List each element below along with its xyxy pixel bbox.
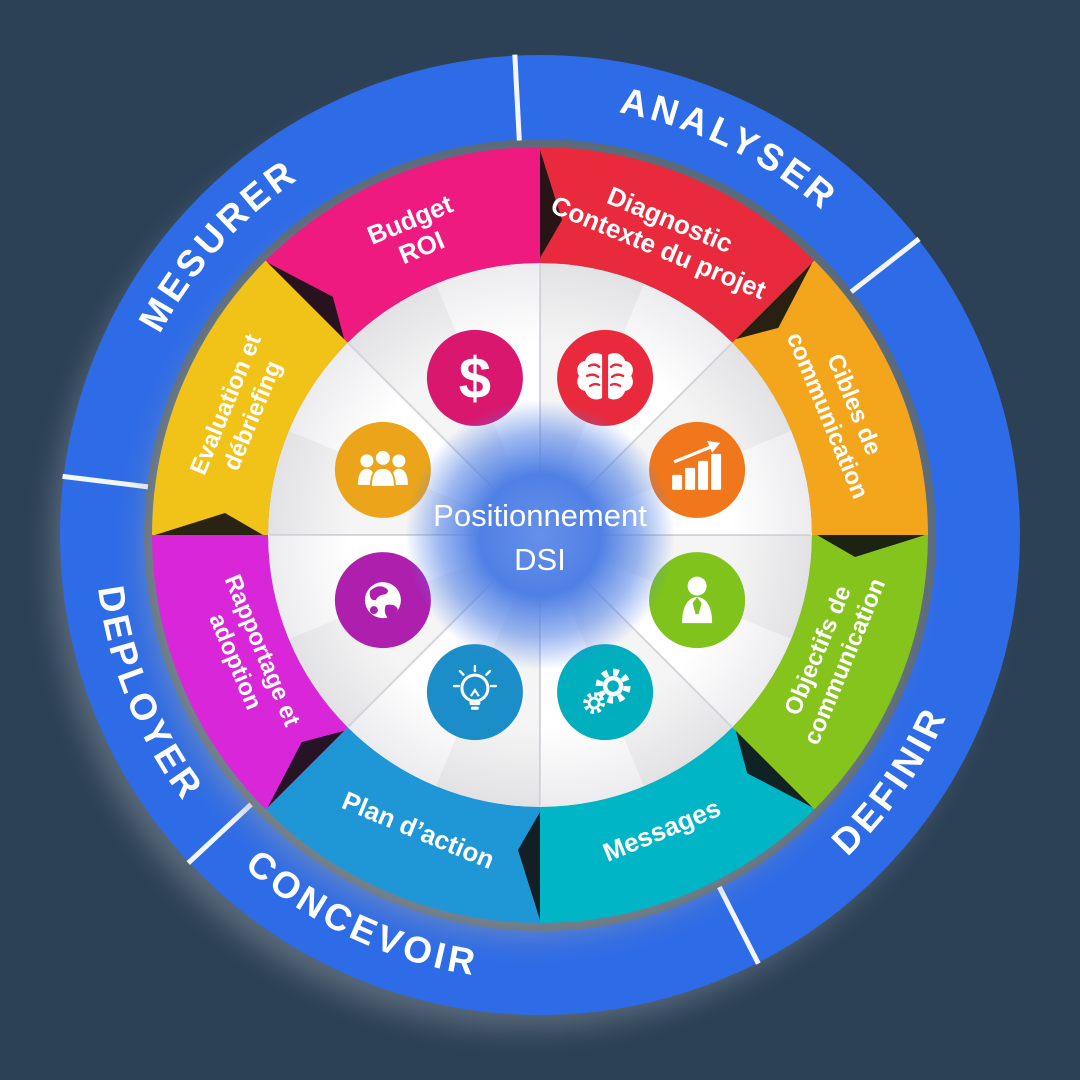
globe-icon (364, 582, 401, 619)
bar-chart-icon (672, 440, 722, 490)
outer-phase-ring (60, 55, 1020, 1015)
segment-icon-cibles (649, 421, 746, 518)
segment-icon-objectifs (649, 552, 746, 649)
icon-circle (649, 421, 746, 518)
segment-icon-diagnostic (557, 329, 654, 426)
segment-icon-messages (557, 644, 654, 741)
icon-circle (426, 644, 523, 741)
icon-circle (557, 329, 654, 426)
team-icon (357, 448, 408, 488)
segment-icon-evaluation (334, 421, 431, 518)
center-title: Positionnement DSI (433, 498, 647, 577)
segment-icon-rapportage (334, 552, 431, 649)
lightbulb-icon (452, 664, 498, 710)
segment-icon-budget: $ (426, 329, 523, 426)
center-badge (405, 400, 675, 670)
brain-icon (577, 353, 633, 400)
dollar-icon: $ (459, 346, 491, 411)
segment-icon-plan-action (426, 644, 523, 741)
center-title-line2: DSI (514, 542, 566, 577)
center-title-line1: Positionnement (433, 498, 647, 533)
icon-circle (426, 329, 523, 426)
segment-icons: $ (334, 329, 746, 741)
person-icon (682, 576, 713, 624)
